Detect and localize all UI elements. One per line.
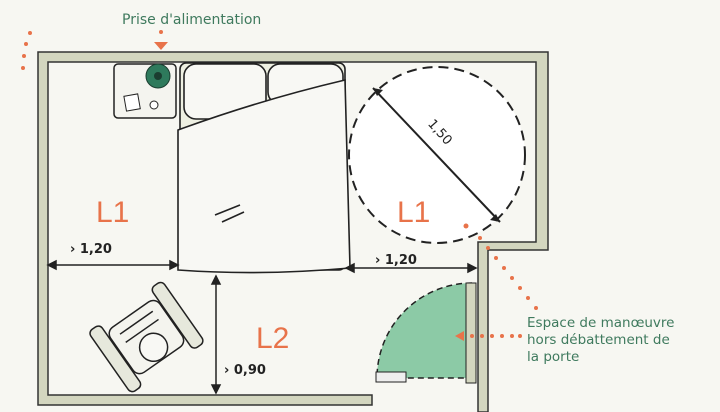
- l2-label: L2: [256, 322, 290, 355]
- door-swing: [375, 282, 477, 384]
- outlet-pointer: [154, 30, 168, 50]
- maneuver-space-note: Espace de manœuvre hors débattement de l…: [527, 315, 717, 366]
- l1-left-label: L1: [96, 196, 130, 229]
- l1-right-dimension: › 1,20: [375, 253, 417, 268]
- maneuver-note-line-3: la porte: [527, 349, 580, 365]
- wheelchair-user: [89, 281, 204, 393]
- turning-circle: [348, 66, 526, 244]
- bed: [177, 62, 351, 274]
- nightstand: [113, 63, 177, 119]
- dotted-pointer-left: [21, 31, 32, 70]
- maneuver-note-line-1: Espace de manœuvre: [527, 315, 675, 331]
- power-outlet-label: Prise d'alimentation: [122, 12, 262, 28]
- dimension-arrows: [46, 259, 478, 395]
- l1-right-label: L1: [397, 196, 431, 229]
- callout-pointers: [455, 236, 538, 341]
- l1-left-dimension: › 1,20: [70, 242, 112, 257]
- walls: [37, 51, 549, 412]
- maneuver-note-line-2: hors débattement de: [527, 332, 670, 348]
- l2-dimension: › 0,90: [224, 363, 266, 378]
